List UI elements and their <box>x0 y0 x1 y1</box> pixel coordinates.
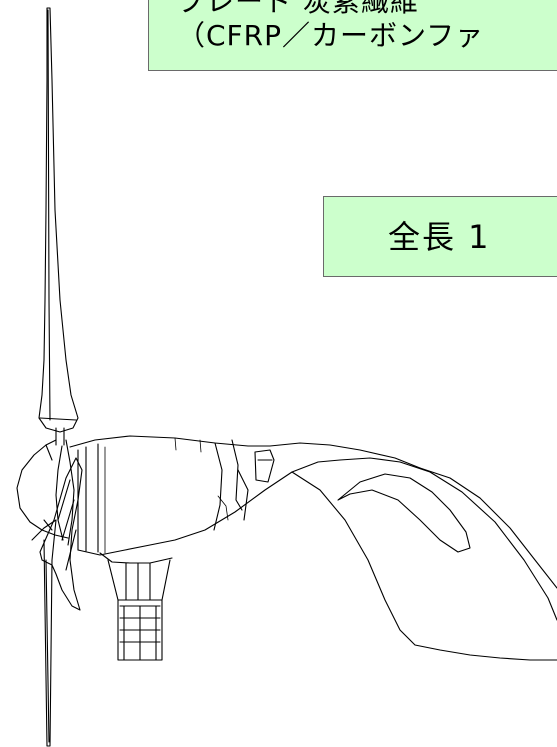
material-label-line1: ブレード 炭素繊維 <box>177 0 419 18</box>
length-label: 全長 1 <box>388 218 491 256</box>
lower-blade <box>43 519 57 747</box>
length-label-box: 全長 1 <box>323 196 557 277</box>
material-label-line2: （CFRP／カーボンファ <box>177 19 485 52</box>
detail-lines <box>104 437 229 554</box>
upper-blade <box>38 7 79 446</box>
material-label-box: ブレード 炭素繊維 （CFRP／カーボンファ <box>148 0 557 71</box>
yaw-section <box>99 552 173 661</box>
nacelle <box>69 435 421 556</box>
side-blade <box>31 457 83 611</box>
tail-vane <box>291 457 557 661</box>
